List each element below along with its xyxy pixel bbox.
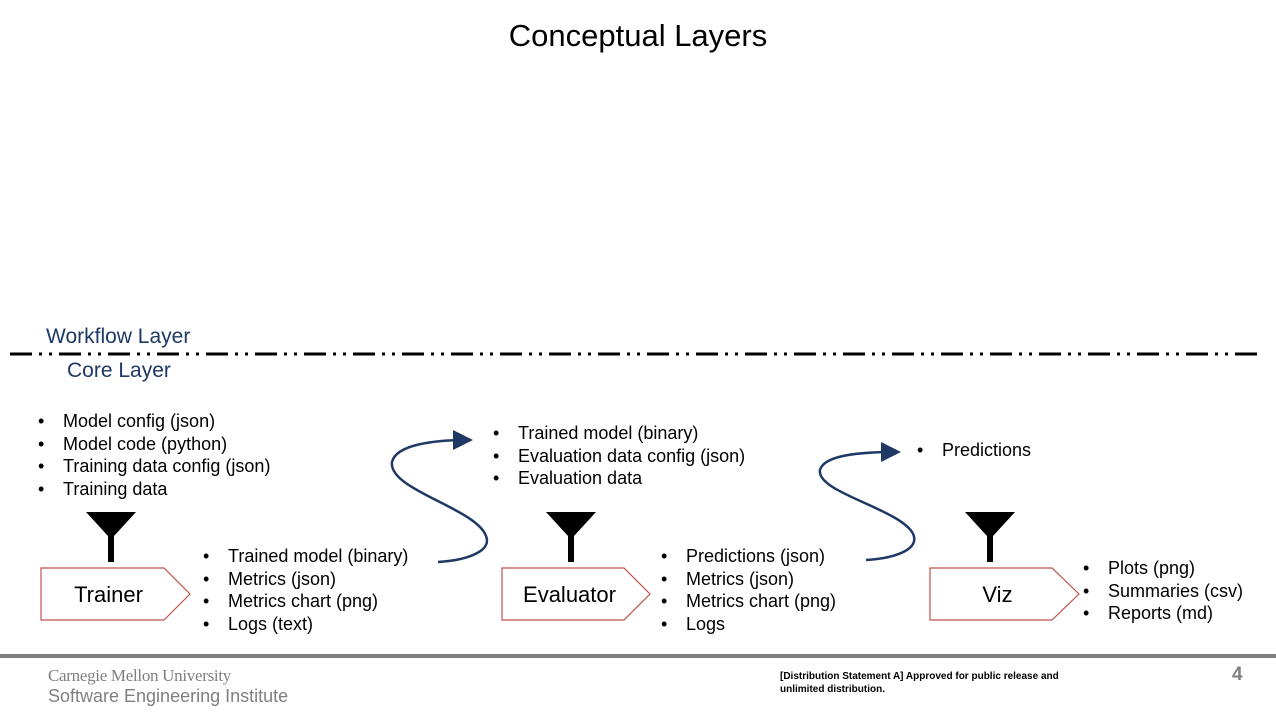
viz-outputs-list: Plots (png) Summaries (csv) Reports (md) <box>1083 557 1243 625</box>
list-item: Metrics chart (png) <box>661 590 836 613</box>
trainer-funnel-icon <box>86 512 136 562</box>
trainer-to-evaluator-arrow <box>390 430 489 564</box>
list-item: Reports (md) <box>1083 602 1243 625</box>
trainer-inputs-list: Model config (json) Model code (python) … <box>38 410 270 500</box>
evaluator-funnel-icon <box>546 512 596 562</box>
viz-label: Viz <box>982 582 1013 607</box>
list-item: Plots (png) <box>1083 557 1243 580</box>
list-item: Metrics (json) <box>661 568 836 591</box>
page-number: 4 <box>1232 664 1243 685</box>
list-item: Predictions <box>917 439 1031 462</box>
list-item: Metrics chart (png) <box>203 590 408 613</box>
evaluator-to-viz-arrow <box>818 442 916 562</box>
institute-name: Software Engineering Institute <box>48 686 289 706</box>
list-item: Trained model (binary) <box>493 422 745 445</box>
evaluator-outputs-list: Predictions (json) Metrics (json) Metric… <box>661 545 836 635</box>
viz-inputs-list: Predictions <box>917 439 1031 462</box>
evaluator-box <box>501 567 651 621</box>
trainer-label: Trainer <box>74 582 143 607</box>
list-item: Model code (python) <box>38 433 270 456</box>
list-item: Predictions (json) <box>661 545 836 568</box>
list-item: Evaluation data config (json) <box>493 445 745 468</box>
evaluator-label: Evaluator <box>523 582 616 607</box>
list-item: Training data <box>38 478 270 501</box>
list-item: Metrics (json) <box>203 568 408 591</box>
footer-divider <box>0 654 1276 658</box>
list-item: Model config (json) <box>38 410 270 433</box>
trainer-outputs-list: Trained model (binary) Metrics (json) Me… <box>203 545 408 635</box>
core-layer-label: Core Layer <box>67 359 171 382</box>
workflow-layer-label: Workflow Layer <box>46 325 191 348</box>
distribution-statement: [Distribution Statement A] Approved for … <box>780 670 1070 696</box>
list-item: Logs <box>661 613 836 636</box>
list-item: Training data config (json) <box>38 455 270 478</box>
list-item: Trained model (binary) <box>203 545 408 568</box>
university-name: Carnegie Mellon University <box>48 666 231 685</box>
evaluator-inputs-list: Trained model (binary) Evaluation data c… <box>493 422 745 490</box>
trainer-box <box>40 567 191 621</box>
list-item: Evaluation data <box>493 467 745 490</box>
viz-box <box>929 567 1080 621</box>
viz-funnel-icon <box>965 512 1015 562</box>
list-item: Summaries (csv) <box>1083 580 1243 603</box>
distribution-line-2: unlimited distribution. <box>780 684 885 695</box>
page-title: Conceptual Layers <box>508 18 768 53</box>
distribution-line-1: [Distribution Statement A] Approved for … <box>780 671 1059 682</box>
list-item: Logs (text) <box>203 613 408 636</box>
